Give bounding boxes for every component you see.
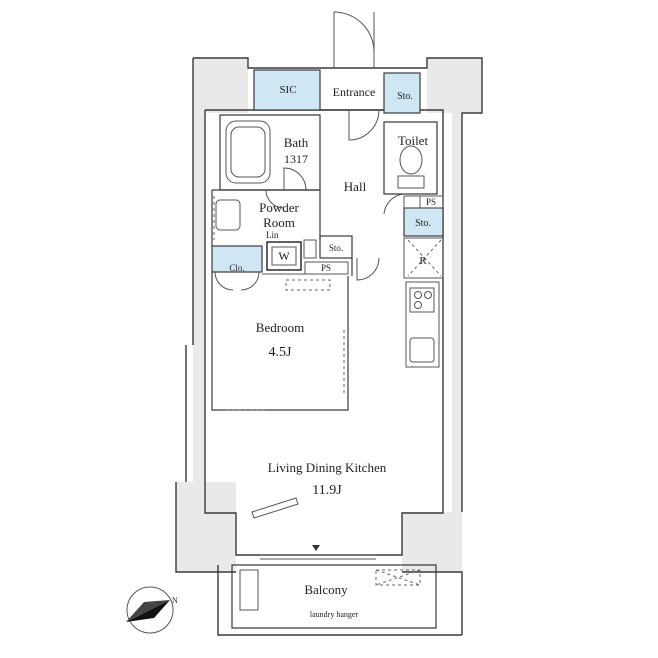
room-labels: SIC Entrance Sto. Bath 1317 Toilet Hall … <box>172 84 436 619</box>
storage-areas <box>211 69 444 273</box>
closet-label: Clo. <box>229 263 244 273</box>
entrance-storage <box>383 72 421 114</box>
toilet-icon <box>397 145 425 189</box>
bathtub-icon <box>225 120 271 184</box>
refrigerator-label: R <box>419 255 427 267</box>
bedroom-label: Bedroom <box>256 320 304 335</box>
toilet-label: Toilet <box>398 133 429 148</box>
bath-label: Bath <box>284 135 309 150</box>
interior-walls <box>211 109 444 629</box>
balcony-label: Balcony <box>304 582 348 597</box>
closet-storage <box>211 245 263 273</box>
ldk-size-label: 11.9J <box>312 483 342 498</box>
ps-label-1: PS <box>321 263 331 273</box>
door-swing-icon <box>214 11 405 291</box>
entrance-label: Entrance <box>333 85 376 99</box>
small-storage-label: Sto. <box>329 243 343 253</box>
fixtures <box>213 120 425 266</box>
bath-size-label: 1317 <box>284 152 308 166</box>
entrance-storage-label: Sto. <box>397 91 413 102</box>
north-label: N <box>172 596 178 605</box>
laundry-hanger-label: laundry hanger <box>310 610 359 619</box>
linen-label: Lin <box>266 230 279 240</box>
powder-room-label-2: Room <box>263 215 295 230</box>
ps-label-2: PS <box>426 197 436 207</box>
washer-label: W <box>278 249 290 263</box>
powder-room-label-1: Powder <box>259 200 299 215</box>
bedroom-size-label: 4.5J <box>269 345 293 360</box>
sic-label: SIC <box>279 84 296 96</box>
washbasin-icon <box>215 199 241 231</box>
sic-storage <box>253 69 321 111</box>
hall-storage-label: Sto. <box>415 218 431 229</box>
ldk-label: Living Dining Kitchen <box>268 460 387 475</box>
compass-north-icon <box>126 586 174 634</box>
structural-walls <box>176 58 482 572</box>
hall-label: Hall <box>344 179 367 194</box>
washer-icon <box>271 246 297 266</box>
